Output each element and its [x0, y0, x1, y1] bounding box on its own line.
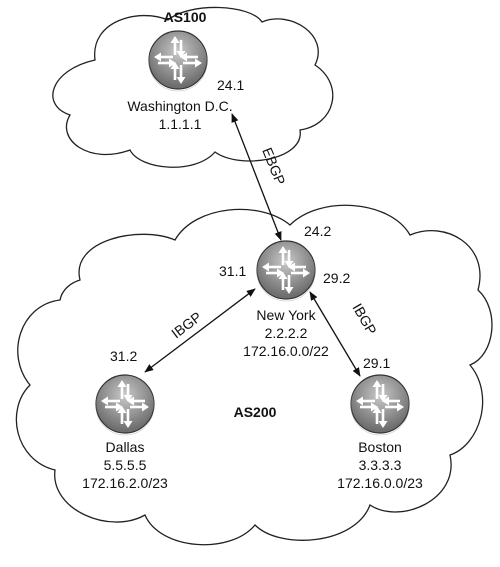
- as200-cloud: [15, 204, 493, 546]
- as200-label: AS200: [234, 404, 277, 420]
- new-york-name: New York: [256, 307, 316, 323]
- new-york-if-boston: 29.2: [323, 270, 350, 286]
- washington-router-id: 1.1.1.1: [159, 116, 202, 132]
- washington-interface: 24.1: [217, 77, 244, 93]
- dallas-prefix: 172.16.2.0/23: [82, 475, 168, 491]
- ibgp-link-dallas: [144, 288, 256, 373]
- ibgp-link-boston: [309, 291, 361, 377]
- ebgp-link: [231, 113, 282, 241]
- new-york-router-id: 2.2.2.2: [265, 325, 308, 341]
- new-york-if-dallas: 31.1: [219, 263, 246, 279]
- as100-label: AS100: [164, 9, 207, 25]
- new-york-if-ebgp: 24.2: [304, 223, 331, 239]
- washington-name: Washington D.C.: [127, 98, 232, 114]
- boston-router-id: 3.3.3.3: [359, 457, 402, 473]
- dallas-interface: 31.2: [110, 348, 137, 364]
- as100-cloud: [52, 6, 334, 168]
- boston-interface: 29.1: [363, 355, 390, 371]
- dallas-name: Dallas: [106, 439, 145, 455]
- boston-name: Boston: [358, 439, 402, 455]
- dallas-router-id: 5.5.5.5: [104, 457, 147, 473]
- boston-prefix: 172.16.0.0/23: [337, 475, 423, 491]
- new-york-prefix: 172.16.0.0/22: [243, 343, 329, 359]
